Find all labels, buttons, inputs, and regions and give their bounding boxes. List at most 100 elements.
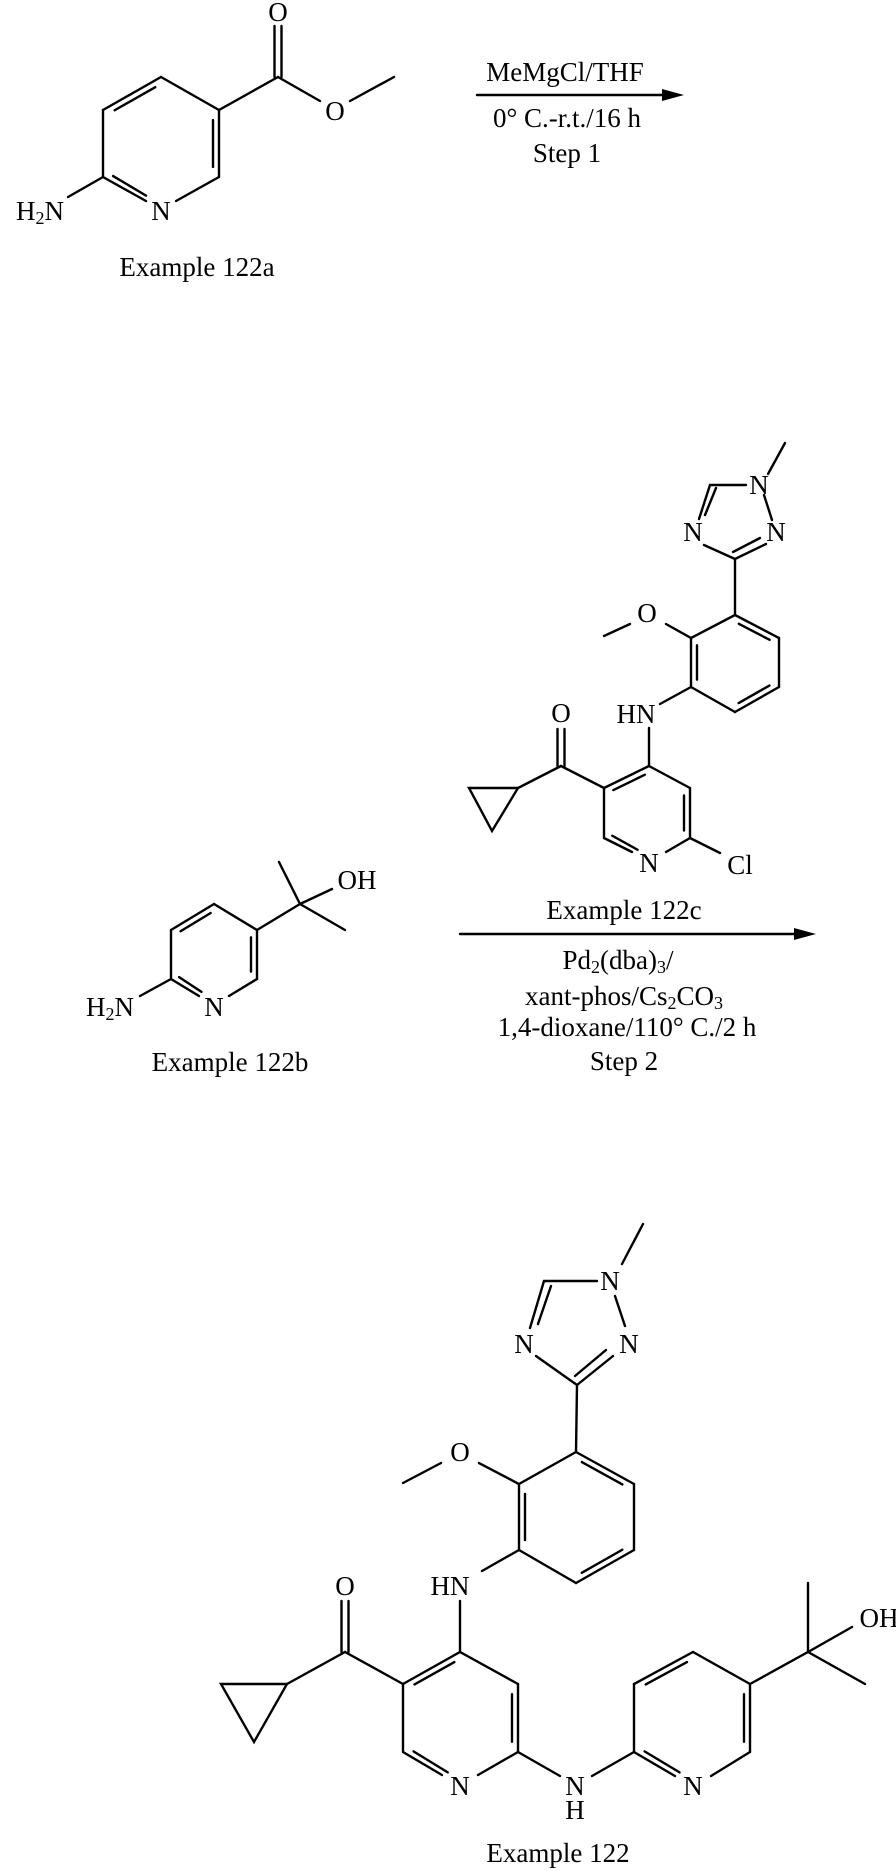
- bond: [768, 443, 785, 474]
- bond: [690, 838, 720, 853]
- bond: [808, 1652, 865, 1684]
- bond: [161, 77, 219, 110]
- compound-label-122: Example 122: [486, 1838, 629, 1868]
- bond: [711, 1752, 750, 1776]
- bond: [691, 687, 735, 712]
- atom-n: N: [204, 992, 224, 1022]
- bond: [518, 1752, 560, 1776]
- bond: [460, 1652, 518, 1684]
- reaction-arrow-step2: Pd2(dba)3/ xant-phos/Cs2CO3 1,4-dioxane/…: [498, 945, 757, 1076]
- atom-o-ester: O: [325, 96, 345, 126]
- arrowhead-icon: [794, 928, 816, 940]
- bond: [660, 687, 691, 704]
- bond: [219, 77, 278, 110]
- bond: [278, 77, 320, 101]
- bond: [403, 1652, 460, 1684]
- step-label: Step 2: [590, 1046, 658, 1076]
- bond: [666, 838, 690, 852]
- bond: [287, 1652, 345, 1684]
- bond: [735, 687, 779, 712]
- bond: [140, 979, 171, 996]
- bond: [576, 1550, 634, 1583]
- bond: [403, 1463, 441, 1483]
- bond: [536, 1356, 577, 1385]
- bond: [68, 177, 103, 197]
- bond: [103, 177, 146, 201]
- atom-h2n: H2N: [86, 992, 134, 1024]
- conditions-line-2: xant-phos/Cs2CO3: [525, 981, 723, 1013]
- atom-n2: N: [766, 517, 786, 547]
- bond: [530, 1281, 544, 1328]
- cyclopropyl-ring: [469, 788, 518, 831]
- atom-h-amine: H: [565, 1795, 585, 1825]
- bond: [350, 77, 394, 101]
- bond: [519, 1550, 576, 1583]
- atom-hn: HN: [431, 1571, 470, 1601]
- arrowhead-icon: [662, 89, 684, 101]
- cyclopropyl-ring: [221, 1684, 287, 1742]
- compound-label-122a: Example 122a: [119, 252, 274, 282]
- bond: [576, 1385, 577, 1452]
- atom-o-methoxy: O: [637, 598, 657, 628]
- compound-label-122b: Example 122b: [152, 1047, 309, 1077]
- bond: [479, 1463, 519, 1484]
- bond: [257, 904, 300, 930]
- bond: [622, 1224, 643, 1264]
- bond: [478, 1752, 518, 1775]
- bond: [103, 77, 161, 110]
- conditions-line-1: Pd2(dba)3/: [562, 945, 674, 977]
- bond: [561, 766, 604, 788]
- bond: [750, 1652, 808, 1684]
- atom-n1: N: [749, 470, 769, 500]
- bond: [691, 615, 735, 638]
- bond: [300, 889, 332, 904]
- bonds: [68, 26, 865, 1776]
- atom-cl: Cl: [727, 850, 753, 880]
- atom-n4: N: [683, 517, 703, 547]
- atom-n2: N: [619, 1329, 639, 1359]
- atom-n4: N: [514, 1329, 534, 1359]
- bond: [575, 1350, 606, 1376]
- bond: [300, 904, 345, 930]
- atom-o-ketone: O: [335, 1571, 355, 1601]
- reagent-text: MeMgCl/THF: [486, 57, 644, 87]
- bond: [634, 1652, 693, 1684]
- reaction-arrow-step1: MeMgCl/THF 0° C.-r.t./16 h Step 1: [486, 57, 644, 168]
- atom-o-ketone: O: [551, 698, 571, 728]
- atom-oh: OH: [860, 1603, 896, 1633]
- bond: [576, 1452, 634, 1484]
- bond: [214, 904, 257, 930]
- bond: [229, 979, 257, 996]
- atom-oh: OH: [338, 865, 377, 895]
- atom-o-carbonyl: O: [268, 0, 288, 27]
- atom-o-methoxy: O: [450, 1437, 470, 1467]
- atom-n-pyridine-a: N: [450, 1771, 470, 1801]
- bond: [518, 766, 561, 788]
- step-label: Step 1: [533, 138, 601, 168]
- atom-n1: N: [600, 1266, 620, 1296]
- atom-hn: HN: [617, 699, 656, 729]
- conditions-text: 0° C.-r.t./16 h: [493, 103, 642, 133]
- atom-h2n: H2N: [16, 196, 64, 228]
- bond: [666, 624, 691, 638]
- bond: [693, 1652, 750, 1684]
- atom-n-pyridine-b: N: [683, 1771, 703, 1801]
- bond: [704, 545, 735, 559]
- atom-n: N: [151, 196, 171, 226]
- bond: [176, 177, 219, 201]
- bond: [615, 1296, 625, 1326]
- bond: [649, 766, 690, 788]
- bond: [279, 862, 300, 904]
- molecule-example-122a: N H2N O O Example 122a: [16, 0, 345, 282]
- conditions-line-3: 1,4-dioxane/110° C./2 h: [498, 1012, 757, 1042]
- bond: [403, 1752, 442, 1775]
- bond: [808, 1627, 852, 1652]
- bond: [482, 1550, 519, 1571]
- molecule-example-122: N N N O HN O N N H N OH Example 122: [335, 1266, 896, 1868]
- bond: [735, 544, 766, 559]
- bond: [604, 624, 630, 636]
- bond: [634, 1752, 675, 1776]
- bond: [171, 904, 214, 930]
- bond: [345, 1652, 403, 1684]
